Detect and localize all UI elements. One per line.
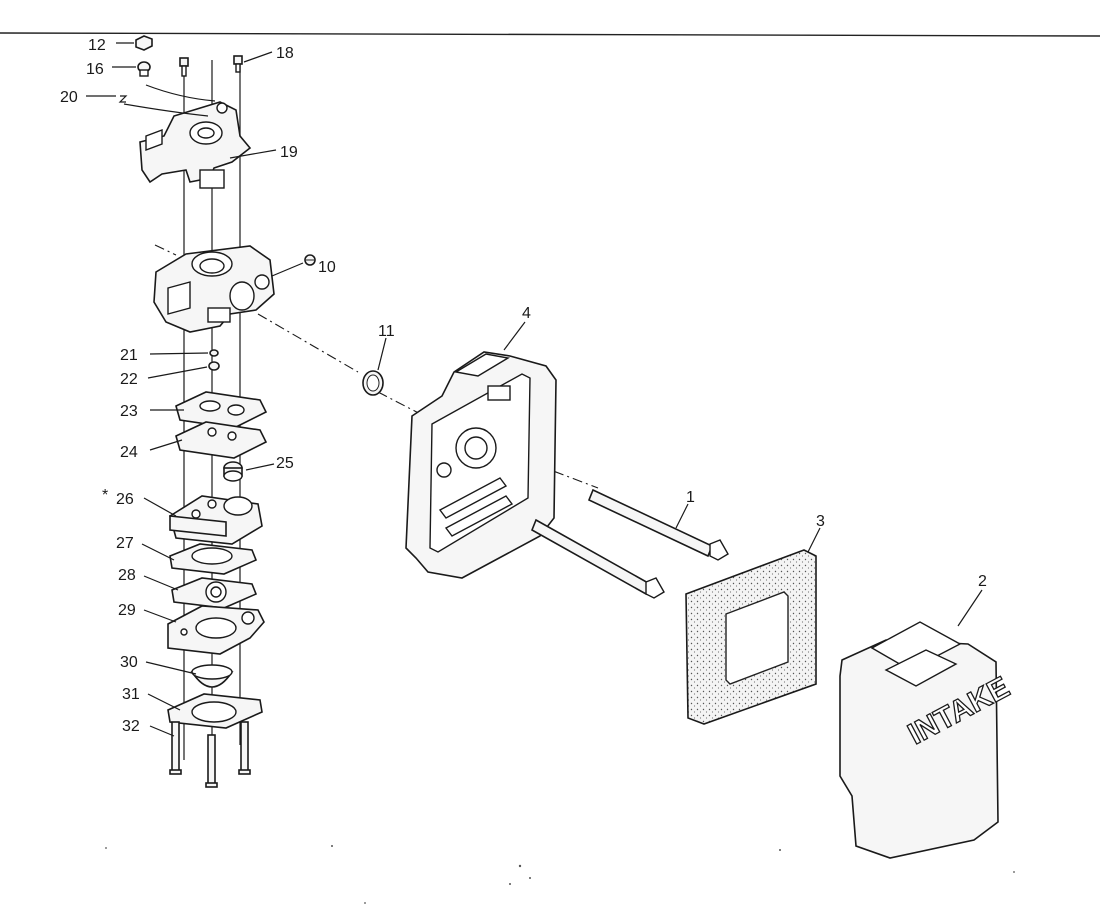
part-label-27: 27 (116, 535, 134, 552)
part-10-carburetor-body (153, 245, 275, 333)
part-3-filter-element (685, 549, 817, 725)
part-label-32: 32 (122, 718, 140, 735)
part-30-primer-bulb (190, 664, 234, 688)
part-label-3: 3 (816, 513, 825, 530)
part-label-1: 1 (686, 489, 695, 506)
part-31-retainer (167, 693, 263, 729)
label-leaders (86, 42, 277, 737)
carb-centerline (257, 313, 359, 373)
scan-specks (105, 845, 1015, 904)
asterisk-mark: * (102, 487, 108, 504)
part-label-19: 19 (280, 144, 298, 161)
part-21-ring (209, 349, 219, 357)
part-label-20: 20 (60, 89, 78, 106)
part-label-11: 11 (378, 323, 395, 340)
part-2-intake-cover: INTAKE (839, 621, 1016, 859)
part-18-screw (233, 55, 243, 73)
part-label-16: 16 (86, 61, 104, 78)
part-12-cap (135, 35, 153, 51)
part-label-26: 26 (116, 491, 134, 508)
part-label-24: 24 (120, 444, 138, 461)
part-16-plug (137, 61, 151, 77)
part-4-air-filter-case (405, 351, 557, 579)
part-label-23: 23 (120, 403, 138, 420)
part-label-22: 22 (120, 371, 138, 388)
part-28-diaphragm (171, 577, 258, 609)
part-23-gasket (175, 391, 268, 429)
part-label-4: 4 (522, 305, 531, 322)
part-label-31: 31 (122, 686, 140, 703)
part-label-10: 10 (318, 259, 336, 276)
part-27-diaphragm (169, 543, 258, 575)
part-25-screen (223, 461, 243, 482)
part-screw-small (179, 57, 189, 77)
top-border-line (0, 32, 1100, 37)
part-label-29: 29 (118, 602, 136, 619)
part-label-21: 21 (120, 347, 138, 364)
part-number-labels: 12 16 18 20 19 10 11 4 21 22 23 24 25 * … (60, 37, 987, 735)
part-24-plate (175, 421, 268, 459)
part-1-bolts (530, 488, 729, 599)
part-26-pump-body (169, 495, 263, 545)
part-label-28: 28 (118, 567, 136, 584)
part-label-25: 25 (276, 455, 294, 472)
part-22-ring (208, 361, 220, 371)
part-label-18: 18 (276, 45, 294, 62)
part-10-nut (304, 254, 316, 266)
part-32-screws (169, 721, 251, 788)
part-29-metering-cover (167, 605, 265, 655)
part-label-2: 2 (978, 573, 987, 590)
part-label-30: 30 (120, 654, 138, 671)
part-20-clip (118, 95, 128, 103)
part-19-throttle-body (139, 101, 252, 189)
part-label-12: 12 (88, 37, 106, 54)
part-11-o-ring (362, 370, 384, 396)
